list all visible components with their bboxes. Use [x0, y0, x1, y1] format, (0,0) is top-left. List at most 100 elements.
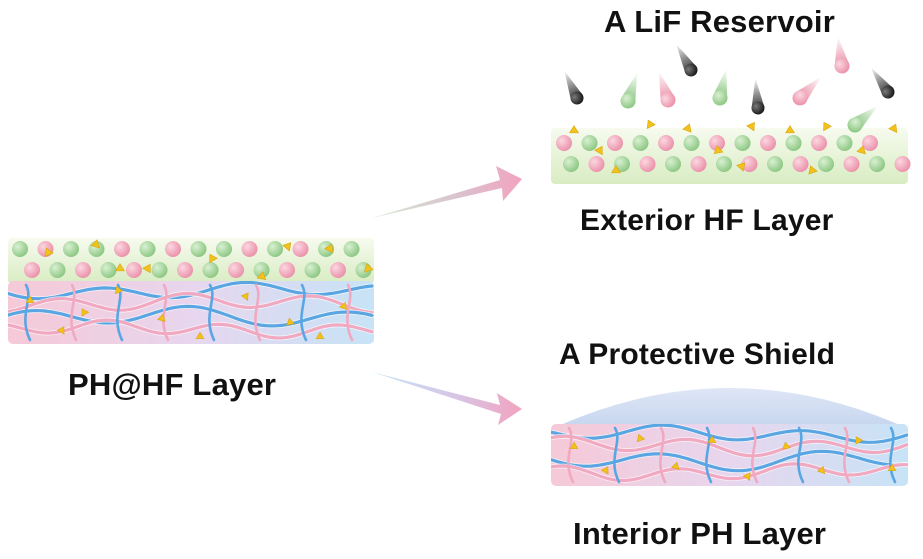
green-particle-icon: [253, 262, 270, 278]
polymer-chain: [8, 318, 374, 340]
polymer-chain: [8, 304, 374, 328]
pink-particle-icon: [165, 241, 181, 257]
pink-particle-icon: [588, 156, 605, 172]
lif-triangle-icon: [195, 331, 205, 339]
lif-triangle-icon: [888, 123, 898, 133]
pink-particle-icon: [811, 135, 827, 151]
polymer-crosslink: [797, 426, 805, 484]
reservoir-title: A LiF Reservoir: [604, 4, 835, 39]
lif-triangle-icon: [646, 119, 656, 129]
pink-particle-icon: [760, 135, 776, 151]
lif-triangle-icon: [636, 433, 646, 443]
green-particle-icon: [818, 156, 834, 172]
lif-triangle-icon: [855, 436, 864, 445]
lif-triangle-icon: [782, 441, 791, 450]
polymer-crosslink: [162, 283, 170, 342]
lif-triangle-icon: [338, 301, 348, 311]
lif-triangle-icon: [816, 465, 826, 475]
projectile-icon: [620, 72, 638, 109]
polymer-crosslink: [208, 283, 216, 342]
projectile-icon: [792, 76, 822, 106]
lif-triangle-icon: [114, 285, 124, 295]
pink-particle-icon: [709, 135, 725, 151]
pink-particle-icon: [792, 90, 808, 106]
lif-triangle-icon: [887, 463, 897, 471]
lif-triangle-icon: [286, 317, 295, 326]
lif-triangle-icon: [713, 145, 724, 154]
lif-triangle-icon: [157, 313, 166, 322]
polymer-chain: [8, 291, 374, 315]
green-particle-icon: [683, 135, 700, 151]
green-particle-icon: [63, 241, 79, 257]
pink-particle-icon: [177, 262, 193, 278]
composite-layer-label: PH@HF Layer: [68, 367, 277, 402]
polymer-crosslink: [24, 283, 32, 342]
polymer-crosslink: [346, 283, 354, 342]
projectile-icon: [870, 67, 895, 99]
polymer-crosslink: [705, 426, 713, 484]
green-particle-icon: [620, 93, 636, 109]
exterior-hf-particles: [556, 135, 911, 172]
projectile-icon: [751, 78, 765, 115]
lif-triangle-icon: [594, 145, 603, 156]
green-particle-icon: [343, 241, 360, 257]
pink-particle-icon: [241, 241, 258, 257]
polymer-chain: [551, 434, 908, 458]
polymer-crosslink: [751, 426, 759, 484]
exterior-layer-label: Exterior HF Layer: [580, 204, 834, 237]
polymer-crosslink: [843, 426, 851, 484]
pink-particle-icon: [690, 156, 707, 172]
pink-particle-icon: [658, 135, 674, 151]
polymer-chain: [551, 449, 908, 473]
left-ph-band: [8, 281, 374, 344]
projectile-tail: [751, 78, 765, 109]
polymer-crosslink: [613, 426, 621, 484]
left-hf-particles: [12, 241, 372, 278]
lif-triangle-icon: [600, 466, 609, 475]
lif-triangle-icon: [823, 121, 832, 132]
black-particle-icon: [570, 91, 584, 105]
lif-triangle-icon: [142, 263, 151, 274]
pink-particle-icon: [75, 262, 91, 278]
projectile-icon: [712, 68, 728, 106]
green-particle-icon: [139, 241, 156, 257]
pink-particle-icon: [741, 156, 758, 172]
pink-particle-icon: [292, 241, 309, 257]
pink-particle-icon: [279, 262, 295, 278]
green-particle-icon: [581, 135, 598, 151]
polymer-crosslink: [889, 426, 897, 484]
pink-particle-icon: [330, 262, 346, 278]
green-particle-icon: [716, 156, 732, 172]
polymer-crosslink: [567, 426, 575, 484]
lif-triangle-icon: [81, 308, 90, 317]
lif-triangle-icon: [746, 121, 755, 132]
left-polymer-network: [8, 281, 374, 342]
black-particle-icon: [751, 101, 765, 115]
lif-triangle-icon: [569, 441, 579, 449]
pink-particle-icon: [639, 156, 656, 172]
interior-polymer-network: [551, 424, 908, 484]
polymer-chain: [551, 462, 908, 483]
lif-triangle-icon: [569, 125, 579, 134]
polymer-crosslink: [300, 283, 308, 342]
pink-particle-icon: [556, 135, 572, 151]
lif-triangle-icon: [736, 162, 746, 172]
green-particle-icon: [734, 135, 751, 151]
lif-triangle-icon: [324, 243, 334, 253]
pink-particle-icon: [607, 135, 623, 151]
lif-triangle-icon: [707, 435, 717, 443]
black-particle-icon: [881, 85, 895, 99]
lif-triangle-icon: [742, 472, 751, 481]
interior-layer-label: Interior PH Layer: [573, 516, 827, 551]
lif-triangle-icon: [682, 123, 692, 133]
green-particle-icon: [563, 156, 579, 172]
projectile-tail: [834, 36, 850, 68]
green-particle-icon: [202, 262, 219, 278]
pink-particle-icon: [843, 156, 860, 172]
green-particle-icon: [632, 135, 649, 151]
polymer-crosslink: [70, 283, 78, 342]
exterior-hf-band: [551, 128, 908, 184]
projectile-icon: [847, 105, 878, 133]
pink-particle-icon: [24, 262, 40, 278]
